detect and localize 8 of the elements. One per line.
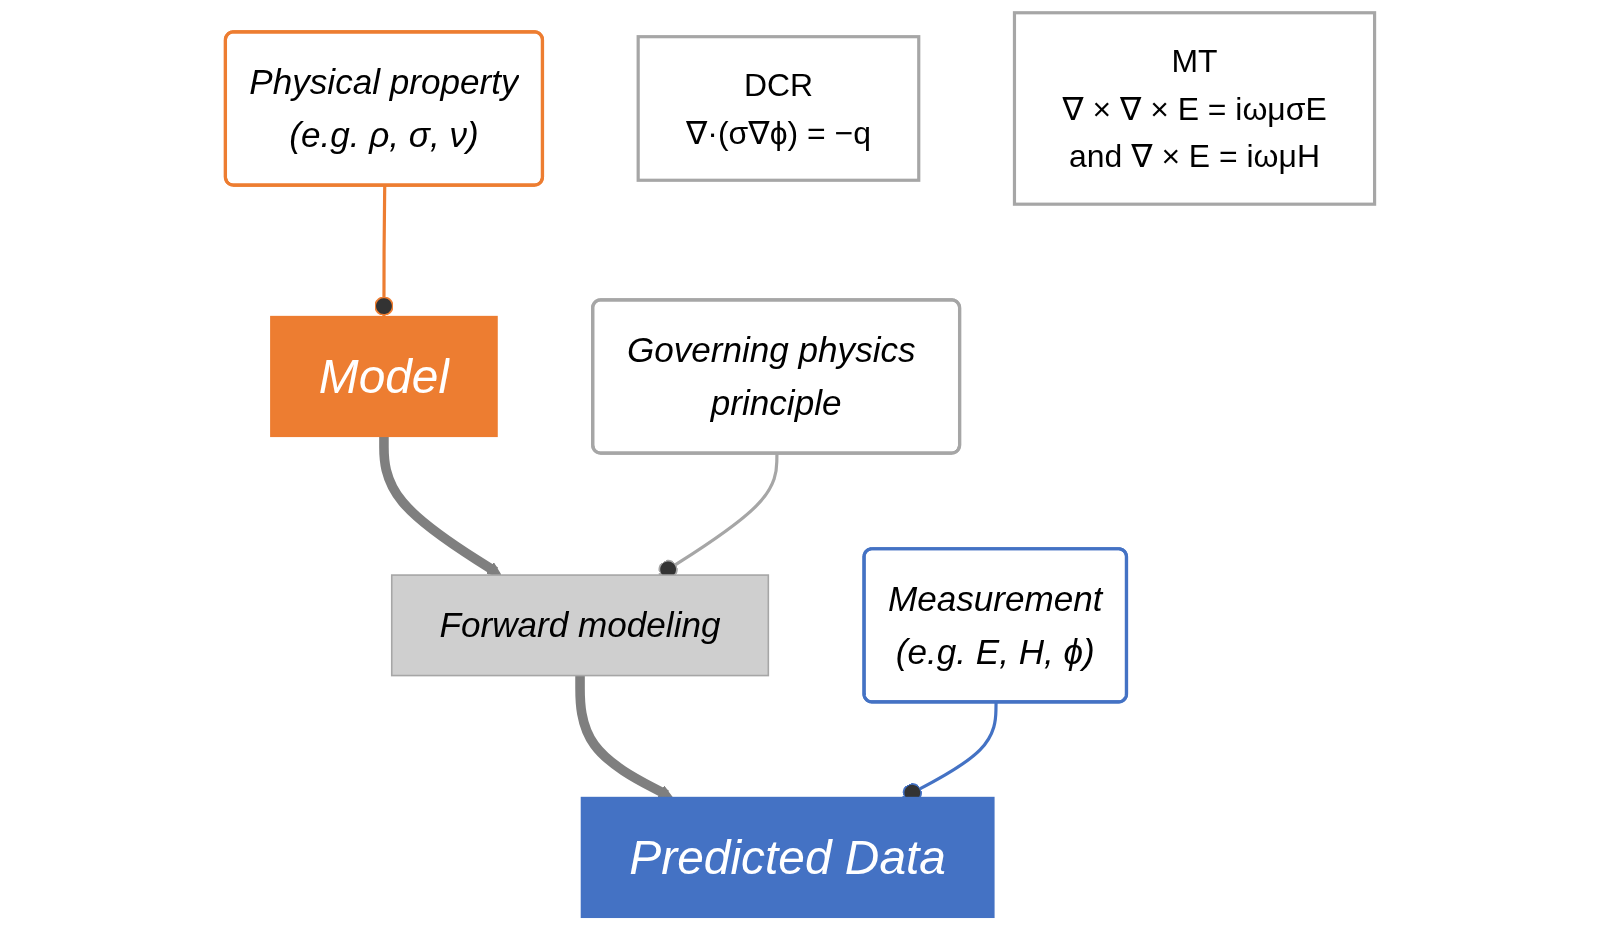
arrow — [575, 675, 673, 799]
node-box: DCR ∇·(σ∇ϕ) = −q — [636, 35, 921, 182]
node-box: Model — [270, 315, 498, 438]
arrow — [379, 436, 502, 576]
node-box: Forward modeling — [390, 574, 770, 677]
connector — [374, 185, 394, 317]
node-box: MT ∇ × ∇ × E = iωμσE and ∇ × E = iωμH — [1012, 11, 1377, 206]
node-box: Predicted Data — [580, 796, 995, 919]
